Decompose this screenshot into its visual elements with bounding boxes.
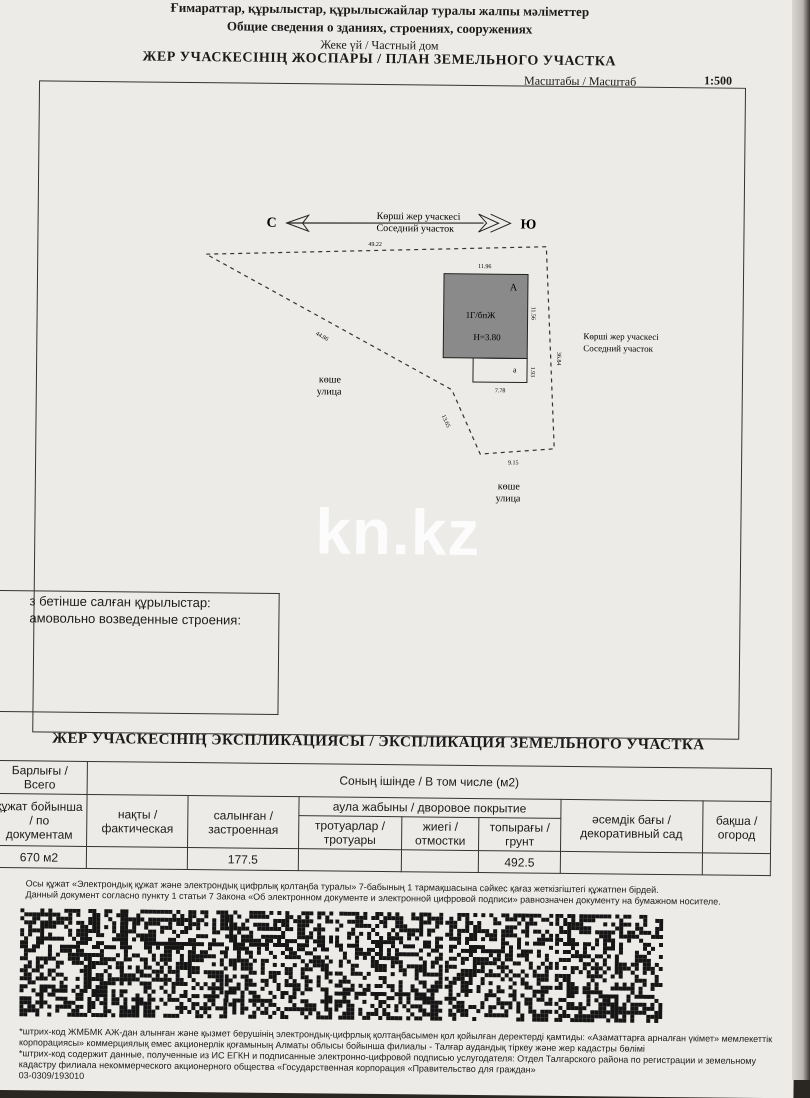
barcode-4 [334, 911, 444, 1021]
actual-col: нақты / фактическая [86, 794, 189, 848]
street-1-ru: улица [317, 386, 342, 397]
barcode-6 [554, 913, 664, 1023]
site-plan-drawing: С Ю Көрші жер учаскесі Соседний участок … [205, 211, 659, 504]
neighbor-top-kz: Көрші жер учаскесі [377, 211, 461, 223]
unauthorized-buildings-box: з бетінше салған құрылыстар: амовольно в… [0, 589, 280, 715]
doc-value: 670 м2 [0, 845, 87, 869]
annex-letter: a [513, 365, 517, 374]
compass-arrow-head [285, 214, 311, 233]
vegetable-value [701, 852, 771, 876]
neighbor-right-kz: Көрші жер учаскесі [583, 331, 659, 342]
compass-line [288, 222, 484, 224]
unauthorized-ru: амовольно возведенные строения: [29, 610, 242, 628]
dim-house-right: 11.56 [530, 307, 536, 320]
dim-bottom: 9.15 [508, 460, 519, 466]
barcode-3 [224, 910, 334, 1020]
soil-col: топырағы / грунт [478, 817, 561, 852]
barcode-5 [444, 912, 554, 1022]
legal-notice: Осы құжат «Электрондық құжат және электр… [25, 878, 745, 908]
garden-col: әсемдік бағы / декоративный сад [560, 799, 703, 853]
soil-value: 492.5 [478, 850, 561, 874]
street-2-kz: көше [498, 481, 521, 492]
dim-annex-bottom: 7.78 [495, 388, 506, 394]
north-label: С [266, 216, 276, 231]
dim-top: 49.22 [368, 242, 382, 248]
dim-diagonal: 44.86 [314, 331, 329, 343]
compass-feather-2 [490, 213, 512, 233]
scale-value: 1:500 [704, 73, 733, 88]
blind-value [401, 849, 479, 873]
dim-diagonal-2: 13.65 [440, 414, 451, 429]
house-annex [472, 357, 528, 384]
built-value: 177.5 [187, 847, 299, 871]
house-height: H=3.80 [473, 332, 501, 342]
street-2-ru: улица [496, 493, 521, 504]
neighbor-top-ru: Соседний участок [376, 223, 454, 235]
compass-feather [478, 213, 500, 233]
page-edge [792, 0, 810, 1080]
dim-right: 36.84 [555, 352, 561, 366]
unauthorized-kz: з бетінше салған құрылыстар: [29, 593, 211, 611]
street-1-kz: көше [319, 374, 342, 385]
actual-value [86, 846, 188, 870]
plan-frame: С Ю Көрші жер учаскесі Соседний участок … [32, 80, 747, 740]
parcel-boundary [205, 246, 555, 455]
barcode-1 [19, 908, 129, 1018]
house-letter: A [510, 282, 518, 293]
doc-col: құжат бойынша / по документам [0, 793, 88, 847]
explication-table: Барлығы / Всего Соның ішінде / В том чис… [0, 760, 772, 876]
garden-value [559, 851, 703, 875]
total-header: Барлығы / Всего [0, 760, 88, 795]
blind-col: жиегі / отмостки [401, 816, 480, 851]
house-code: 1Г/бпЖ [466, 310, 497, 320]
barcode-2 [119, 909, 229, 1019]
watermark-logo: kn.kz [314, 495, 481, 570]
south-label: Ю [520, 217, 536, 232]
dim-annex: 1.93 [529, 367, 535, 378]
neighbor-right-ru: Соседний участок [583, 343, 653, 354]
built-col: салынған / застроенная [187, 795, 299, 849]
sidewalk-col: тротуарлар / тротуары [298, 815, 402, 850]
vegetable-col: бақша / огород [702, 800, 772, 854]
dim-house-top: 11.96 [478, 264, 491, 270]
sidewalk-value [297, 848, 402, 872]
